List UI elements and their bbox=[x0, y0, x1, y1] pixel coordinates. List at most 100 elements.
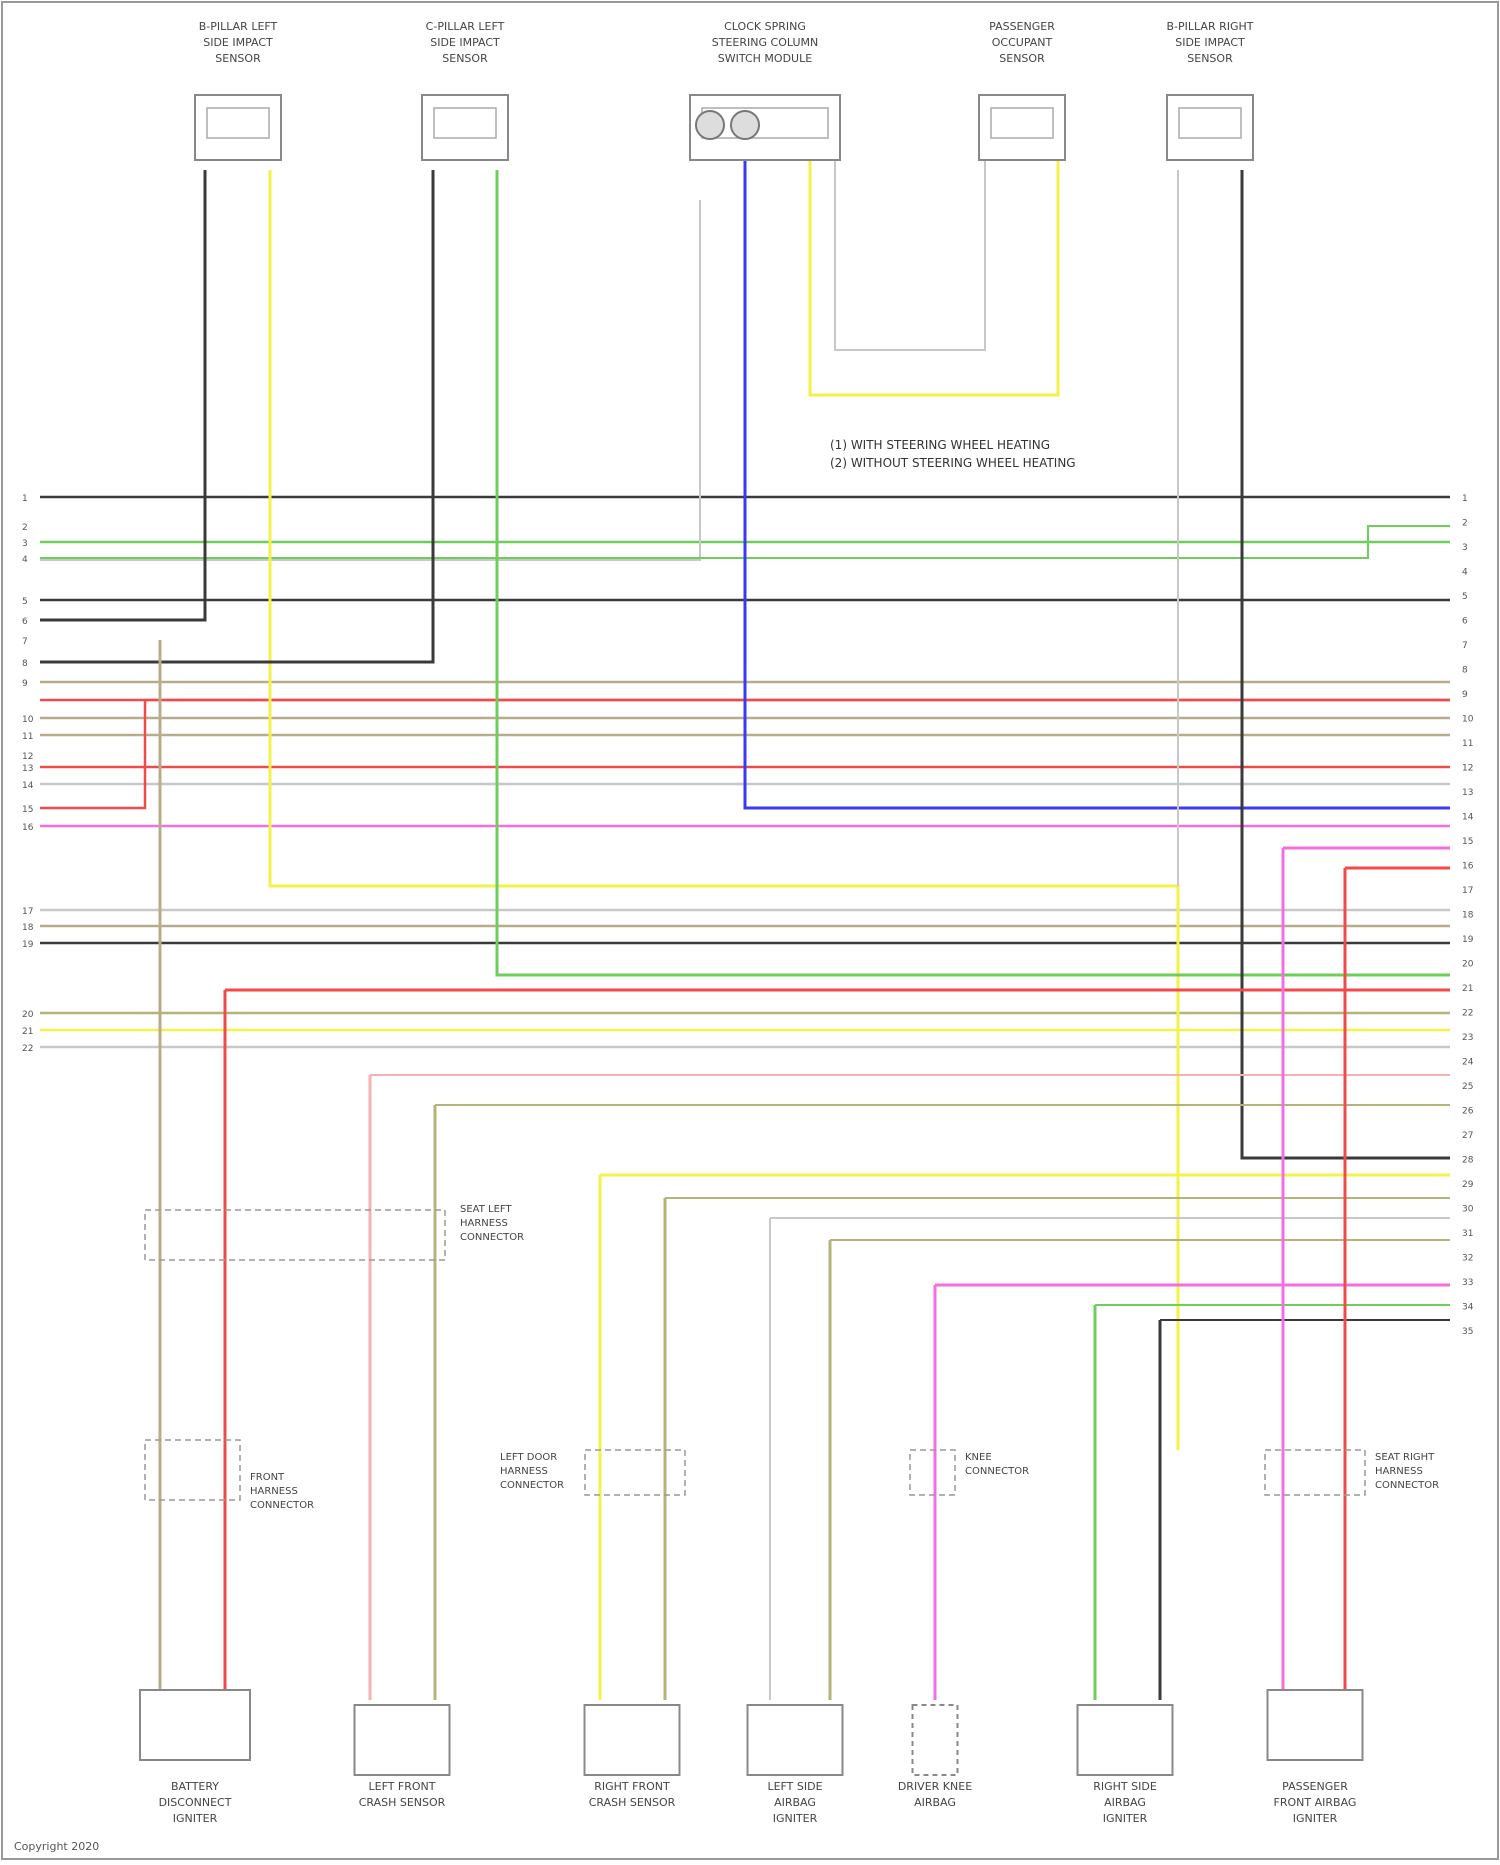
left-pin-number: 15 bbox=[22, 805, 33, 815]
connector-label: CONNECTOR bbox=[1375, 1480, 1439, 1491]
connector-label: KNEE bbox=[965, 1452, 992, 1463]
right-pin-number: 23 bbox=[1462, 1033, 1473, 1043]
component-label: SENSOR bbox=[1187, 52, 1233, 65]
component-label: STEERING COLUMN bbox=[712, 36, 818, 49]
right-pin-number: 12 bbox=[1462, 764, 1473, 774]
right-pin-number: 21 bbox=[1462, 984, 1473, 994]
right-pin-number: 35 bbox=[1462, 1327, 1473, 1337]
right-pin-number: 5 bbox=[1462, 592, 1468, 602]
left-pin-number: 1 bbox=[22, 494, 28, 504]
left-pin-number: 13 bbox=[22, 764, 33, 774]
right-pin-number: 32 bbox=[1462, 1254, 1473, 1264]
right-pin-number: 24 bbox=[1462, 1058, 1474, 1068]
component-label: IGNITER bbox=[1103, 1812, 1148, 1825]
component-label: AIRBAG bbox=[914, 1796, 956, 1809]
component-label: AIRBAG bbox=[774, 1796, 816, 1809]
component-label: PASSENGER bbox=[989, 20, 1055, 33]
component-label: SENSOR bbox=[999, 52, 1045, 65]
connector-label: FRONT bbox=[250, 1472, 285, 1483]
connector-label: HARNESS bbox=[250, 1486, 298, 1497]
component-label: CLOCK SPRING bbox=[724, 20, 806, 33]
right-pin-number: 3 bbox=[1462, 543, 1468, 553]
left-pin-number: 22 bbox=[22, 1044, 33, 1054]
left-pin-number: 2 bbox=[22, 523, 28, 533]
clock-spring-contact-icon bbox=[696, 111, 724, 139]
component-box bbox=[913, 1705, 958, 1775]
connector-label: HARNESS bbox=[500, 1466, 548, 1477]
component-label: B-PILLAR LEFT bbox=[199, 20, 278, 33]
right-pin-number: 10 bbox=[1462, 715, 1474, 725]
right-pin-number: 11 bbox=[1462, 739, 1473, 749]
left-pin-number: 9 bbox=[22, 679, 28, 689]
component-label: IGNITER bbox=[173, 1812, 218, 1825]
right-pin-number: 15 bbox=[1462, 837, 1473, 847]
connector-label: CONNECTOR bbox=[965, 1466, 1029, 1477]
left-pin-number: 19 bbox=[22, 940, 34, 950]
right-pin-number: 29 bbox=[1462, 1180, 1474, 1190]
component-label: RIGHT FRONT bbox=[594, 1780, 670, 1793]
left-pin-number: 20 bbox=[22, 1010, 34, 1020]
right-pin-number: 27 bbox=[1462, 1131, 1473, 1141]
left-pin-number: 8 bbox=[22, 659, 28, 669]
left-pin-number: 16 bbox=[22, 823, 34, 833]
component-label: CRASH SENSOR bbox=[359, 1796, 446, 1809]
component-box bbox=[355, 1705, 450, 1775]
component-label: BATTERY bbox=[171, 1780, 219, 1793]
component-label: OCCUPANT bbox=[992, 36, 1053, 49]
component-box bbox=[195, 95, 281, 160]
right-pin-number: 2 bbox=[1462, 519, 1468, 529]
component-label: FRONT AIRBAG bbox=[1274, 1796, 1357, 1809]
left-pin-number: 5 bbox=[22, 597, 28, 607]
component-label: SIDE IMPACT bbox=[430, 36, 500, 49]
component-label: SIDE IMPACT bbox=[203, 36, 273, 49]
left-pin-number: 12 bbox=[22, 752, 33, 762]
component-box bbox=[979, 95, 1065, 160]
right-pin-number: 13 bbox=[1462, 788, 1473, 798]
connector-label: LEFT DOOR bbox=[500, 1452, 557, 1463]
component-label: LEFT FRONT bbox=[368, 1780, 435, 1793]
right-pin-number: 20 bbox=[1462, 960, 1474, 970]
right-pin-number: 16 bbox=[1462, 862, 1474, 872]
connector-label: SEAT RIGHT bbox=[1375, 1452, 1435, 1463]
left-pin-number: 17 bbox=[22, 907, 33, 917]
component-label: B-PILLAR RIGHT bbox=[1167, 20, 1254, 33]
left-pin-number: 3 bbox=[22, 539, 28, 549]
component-box bbox=[1167, 95, 1253, 160]
right-pin-number: 22 bbox=[1462, 1009, 1473, 1019]
right-pin-number: 26 bbox=[1462, 1107, 1474, 1117]
component-label: SWITCH MODULE bbox=[718, 52, 812, 65]
right-pin-number: 31 bbox=[1462, 1229, 1473, 1239]
left-pin-number: 11 bbox=[22, 732, 33, 742]
component-box bbox=[748, 1705, 843, 1775]
component-label: PASSENGER bbox=[1282, 1780, 1348, 1793]
left-pin-number: 18 bbox=[22, 923, 34, 933]
right-pin-number: 9 bbox=[1462, 690, 1468, 700]
left-pin-number: 7 bbox=[22, 637, 28, 647]
component-label: IGNITER bbox=[1293, 1812, 1338, 1825]
component-label: LEFT SIDE bbox=[767, 1780, 822, 1793]
legend-line-2: (2) WITHOUT STEERING WHEEL HEATING bbox=[830, 456, 1076, 470]
component-label: AIRBAG bbox=[1104, 1796, 1146, 1809]
component-label: C-PILLAR LEFT bbox=[426, 20, 505, 33]
connector-label: HARNESS bbox=[460, 1218, 508, 1229]
right-pin-number: 17 bbox=[1462, 886, 1473, 896]
right-pin-number: 18 bbox=[1462, 911, 1474, 921]
left-pin-number: 10 bbox=[22, 715, 34, 725]
right-pin-number: 34 bbox=[1462, 1303, 1474, 1313]
right-pin-number: 7 bbox=[1462, 641, 1468, 651]
component-box bbox=[1078, 1705, 1173, 1775]
right-pin-number: 6 bbox=[1462, 617, 1468, 627]
component-passenger-front-airbag: PASSENGER FRONT AIRBAG IGNITER bbox=[1268, 1690, 1363, 1825]
component-label: SENSOR bbox=[442, 52, 488, 65]
left-pin-number: 21 bbox=[22, 1027, 33, 1037]
component-label: DRIVER KNEE bbox=[898, 1780, 972, 1793]
component-label: RIGHT SIDE bbox=[1093, 1780, 1157, 1793]
right-pin-number: 8 bbox=[1462, 666, 1468, 676]
clock-spring-contact-icon bbox=[731, 111, 759, 139]
connector-label: CONNECTOR bbox=[250, 1500, 314, 1511]
connector-label: HARNESS bbox=[1375, 1466, 1423, 1477]
component-box bbox=[1268, 1690, 1363, 1760]
component-box bbox=[140, 1690, 250, 1760]
